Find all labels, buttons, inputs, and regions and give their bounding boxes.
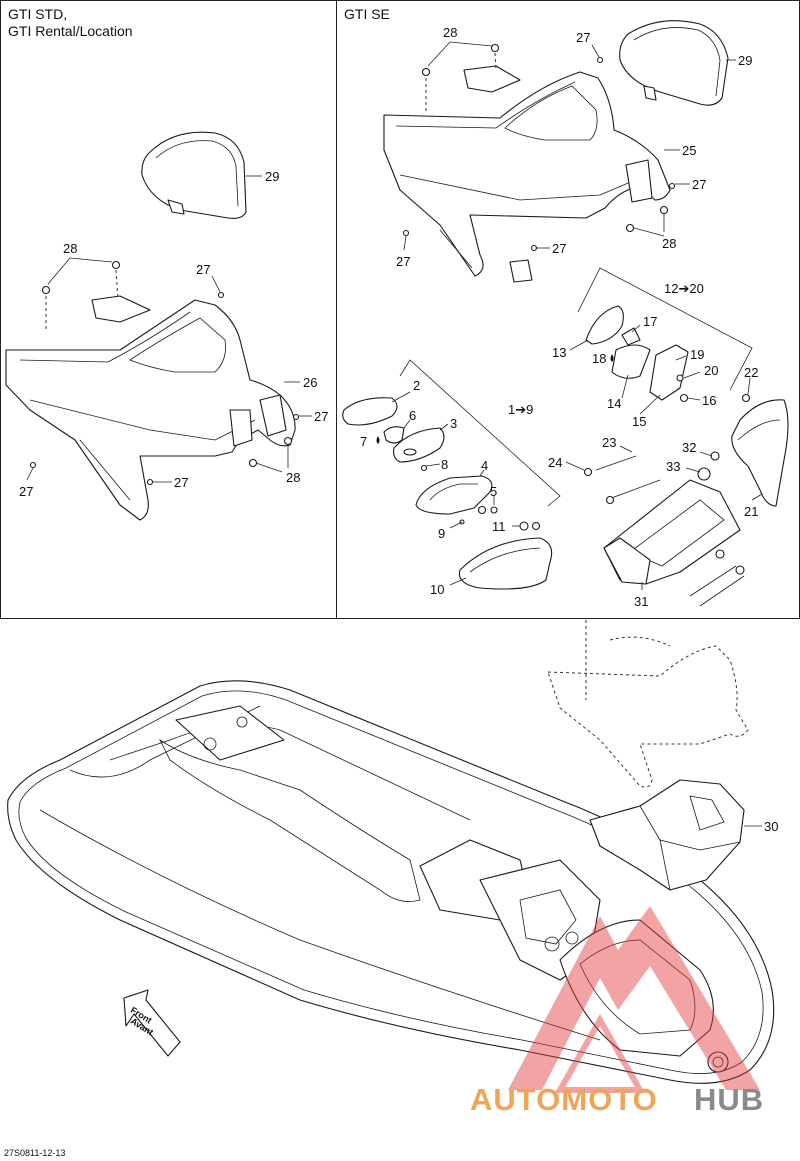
callout-25: 25: [682, 143, 696, 158]
callout-11: 11: [492, 519, 506, 534]
right-seat-25: [383, 65, 671, 283]
callout-29-right: 29: [738, 53, 752, 68]
callout-23: 23: [602, 435, 616, 450]
callout-31: 31: [634, 594, 648, 609]
left-fasteners: [29, 260, 300, 486]
left-panel-title-line1: GTI STD,: [8, 6, 67, 22]
callout-27-left-right: 27: [314, 409, 328, 424]
callout-9: 9: [438, 526, 445, 541]
callout-27-left-center: 27: [174, 475, 188, 490]
callout-16: 16: [702, 393, 716, 408]
callout-27-right-right: 27: [692, 177, 706, 192]
callout-7: 7: [360, 434, 367, 449]
left-seat-cover-29: [141, 131, 247, 219]
callout-15: 15: [632, 414, 646, 429]
callout-18: 18: [592, 351, 606, 366]
callout-32: 32: [682, 440, 696, 455]
hull: [7, 680, 775, 1084]
watermark-text-hub: HUB: [694, 1082, 764, 1117]
callout-28-left: 28: [63, 241, 77, 256]
callout-28-right-bottom: 28: [662, 236, 676, 251]
callout-30: 30: [764, 819, 778, 834]
front-arrow: Front Avant: [123, 989, 181, 1057]
callout-2: 2: [413, 378, 420, 393]
right-seat-cover-29: [619, 20, 729, 106]
callout-6: 6: [409, 408, 416, 423]
group-bracket-12-20: [577, 267, 753, 391]
callout-24: 24: [548, 455, 562, 470]
left-panel-frame: [0, 0, 337, 619]
watermark-logo: [508, 906, 760, 1093]
callout-28-left-bottom: 28: [286, 470, 300, 485]
callout-17: 17: [643, 314, 657, 329]
right-panel-title: GTI SE: [344, 6, 390, 22]
callout-8: 8: [441, 457, 448, 472]
callout-27-left-top: 27: [196, 262, 210, 277]
callout-13: 13: [552, 345, 566, 360]
left-panel-title-line2: GTI Rental/Location: [8, 23, 133, 39]
group-bracket-1-9: [399, 359, 561, 507]
handle-parts-1-9: [342, 397, 553, 590]
callout-29: 29: [265, 169, 279, 184]
callout-5: 5: [490, 484, 497, 499]
callout-33: 33: [666, 459, 680, 474]
callout-20: 20: [704, 363, 718, 378]
right-fasteners: [402, 43, 676, 252]
callout-22: 22: [744, 365, 758, 380]
callout-12-20: 12➔20: [664, 281, 704, 296]
callout-1-9: 1➔9: [508, 402, 533, 417]
loctite-drop-icon: [610, 354, 614, 362]
callout-3: 3: [450, 416, 457, 431]
support-parts: [583, 399, 789, 607]
callout-19: 19: [690, 347, 704, 362]
callout-26: 26: [303, 375, 317, 390]
footer-diagram-code: 27S0811-12-13: [4, 1148, 65, 1158]
ghost-seat-outline: [547, 620, 749, 788]
callout-27-right-center: 27: [552, 241, 566, 256]
callout-28-right: 28: [443, 25, 457, 40]
storage-bin-30: [589, 779, 745, 891]
storage-parts-12-20: [585, 305, 751, 403]
callout-4: 4: [481, 458, 488, 473]
callout-27-left-bottom: 27: [19, 484, 33, 499]
left-seat-26: [5, 295, 296, 521]
loctite-drop-icon-7: [376, 436, 380, 444]
callout-21: 21: [744, 504, 758, 519]
callout-27-right-top: 27: [576, 30, 590, 45]
callout-10: 10: [430, 582, 444, 597]
callout-27-right-bottom: 27: [396, 254, 410, 269]
watermark-text-automoto: AUTOMOTO: [470, 1082, 658, 1117]
callout-14: 14: [607, 396, 621, 411]
